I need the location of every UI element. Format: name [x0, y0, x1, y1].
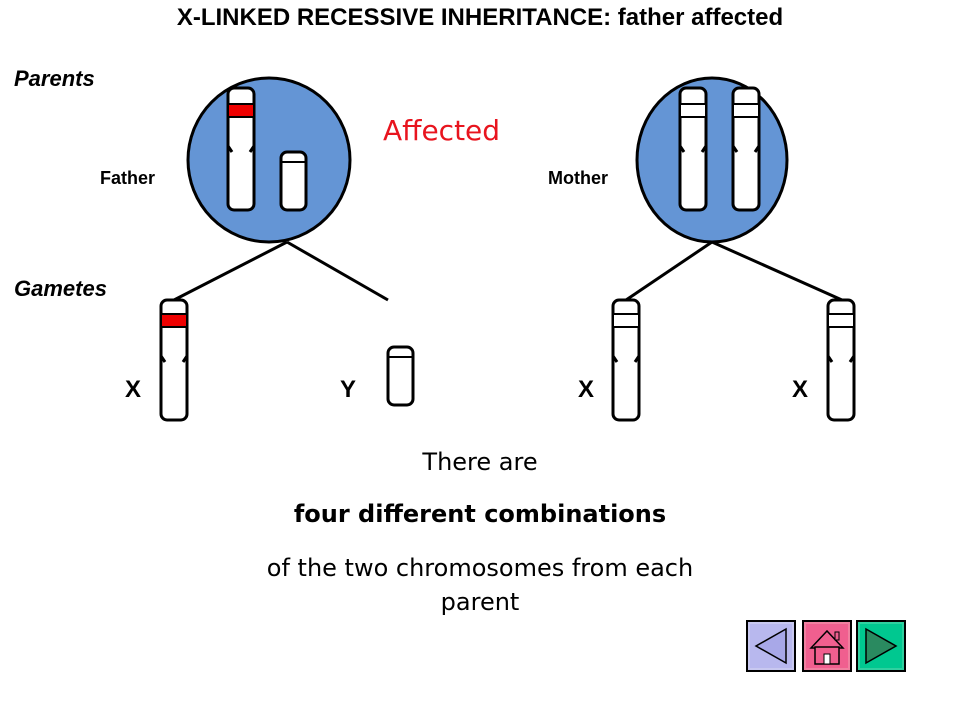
gamete-mother-x-chromosome-2	[826, 298, 856, 422]
caption-line-4: parent	[440, 588, 520, 616]
home-button[interactable]	[802, 620, 852, 672]
gamete-label-father-x: X	[125, 376, 142, 403]
parents-heading: Parents	[14, 66, 95, 91]
mother-x-chromosome-2	[731, 86, 761, 212]
branch-line	[625, 240, 713, 302]
branch-line	[173, 240, 288, 302]
gamete-label-mother-x2: X	[792, 376, 809, 403]
next-button[interactable]	[856, 620, 906, 672]
gamete-father-y-chromosome	[386, 345, 415, 407]
home-icon	[809, 629, 845, 665]
father-y-chromosome	[279, 150, 308, 212]
mother-label: Mother	[548, 168, 608, 188]
branch-line	[286, 240, 389, 302]
father-branch-lines	[173, 240, 389, 302]
page-title: X-LINKED RECESSIVE INHERITANCE: father a…	[176, 4, 784, 31]
gametes-heading: Gametes	[14, 276, 107, 301]
branch-line	[711, 240, 843, 302]
gamete-label-mother-x1: X	[578, 376, 595, 403]
father-cell-circle	[186, 76, 352, 244]
gamete-label-father-y: Y	[340, 376, 357, 403]
triangle-left-icon	[754, 627, 787, 665]
triangle-right-icon	[865, 627, 898, 665]
caption-line-1: There are	[422, 448, 538, 476]
mother-branch-lines	[625, 240, 843, 302]
affected-label: Affected	[383, 114, 501, 147]
mother-cell-circle	[635, 76, 789, 244]
father-label: Father	[100, 168, 156, 188]
back-button[interactable]	[746, 620, 796, 672]
mother-x-chromosome-1	[678, 86, 708, 212]
mutant-band	[227, 103, 255, 118]
gamete-mother-x-chromosome-1	[611, 298, 641, 422]
caption-line-3: of the two chromosomes from each	[266, 554, 694, 582]
father-x-chromosome	[226, 86, 256, 212]
gamete-father-x-chromosome	[159, 298, 189, 422]
mutant-band	[160, 313, 188, 328]
caption-line-2: four different combinations	[293, 500, 667, 528]
father-cell	[186, 76, 352, 244]
mother-cell	[635, 76, 789, 244]
